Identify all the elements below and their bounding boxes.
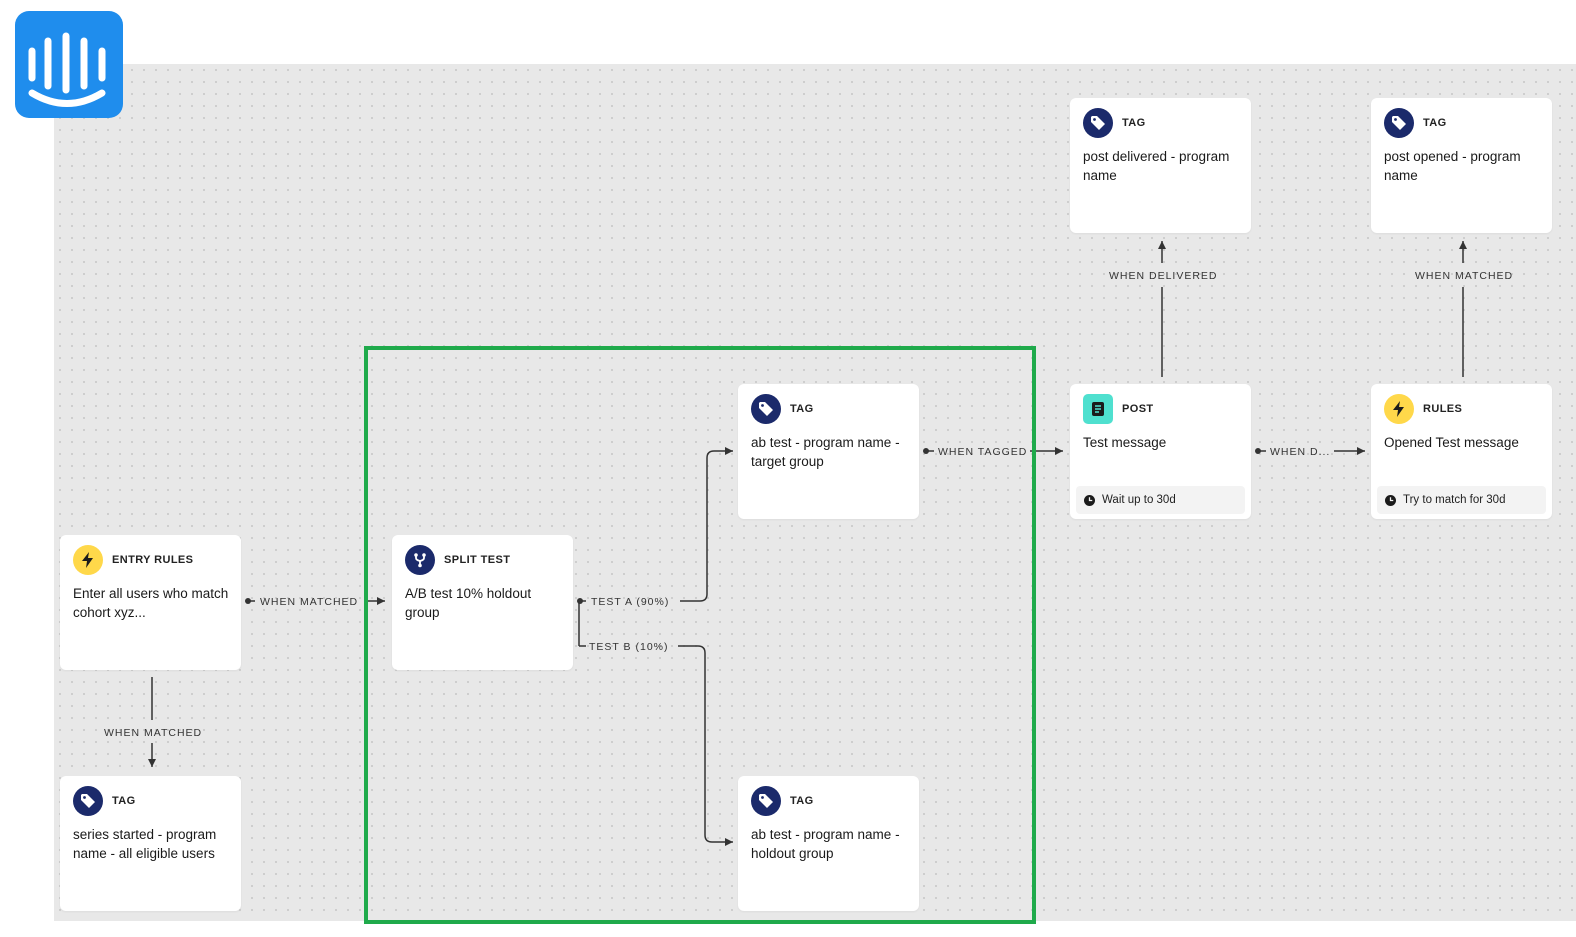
clock-icon [1385,494,1396,506]
edge-label-test-a: TEST A (90%) [591,596,670,608]
card-title: post opened - program name [1384,149,1521,183]
split-test-card[interactable]: SPLIT TEST A/B test 10% holdout group [392,535,573,670]
card-header: TAG [1384,108,1447,138]
tag-icon [73,786,103,816]
tag-icon [751,394,781,424]
edge-label-when-matched-down: WHEN MATCHED [104,727,203,739]
card-footer-text: Try to match for 30d [1403,494,1506,506]
tag-post-delivered-card[interactable]: TAG post delivered - program name [1070,98,1251,233]
card-title: A/B test 10% holdout group [405,586,532,620]
post-icon [1083,394,1113,424]
tag-icon [1083,108,1113,138]
entry-rules-card[interactable]: ENTRY RULES Enter all users who match co… [60,535,241,670]
card-type-label: TAG [1122,117,1146,129]
tag-post-opened-card[interactable]: TAG post opened - program name [1371,98,1552,233]
intercom-logo-icon [15,11,123,118]
card-footer: Wait up to 30d [1076,486,1245,514]
card-header: TAG [1083,108,1146,138]
card-footer-text: Wait up to 30d [1102,494,1176,506]
tag-icon [1384,108,1414,138]
card-title: ab test - program name - holdout group [751,827,900,861]
edge-label-when-d: WHEN D... [1270,446,1331,458]
card-type-label: ENTRY RULES [112,554,194,566]
card-title: series started - program name - all elig… [73,827,217,861]
card-title: ab test - program name - target group [751,435,900,469]
card-header: SPLIT TEST [405,545,510,575]
card-header: TAG [751,394,814,424]
card-title: Test message [1083,435,1167,450]
edge-label-test-b: TEST B (10%) [589,641,669,653]
card-type-label: SPLIT TEST [444,554,511,566]
rules-card[interactable]: RULES Opened Test message Try to match f… [1371,384,1552,519]
clock-icon [1084,494,1095,506]
tag-target-group-card[interactable]: TAG ab test - program name - target grou… [738,384,919,519]
tag-icon [751,786,781,816]
card-type-label: RULES [1423,403,1463,415]
tag-holdout-group-card[interactable]: TAG ab test - program name - holdout gro… [738,776,919,911]
lightning-icon [73,545,103,575]
card-title: post delivered - program name [1083,149,1230,183]
split-icon [405,545,435,575]
card-type-label: TAG [1423,117,1447,129]
card-type-label: POST [1122,403,1154,415]
tag-series-started-card[interactable]: TAG series started - program name - all … [60,776,241,911]
lightning-icon [1384,394,1414,424]
card-type-label: TAG [790,403,814,415]
card-header: TAG [751,786,814,816]
edge-label-when-matched-up: WHEN MATCHED [1415,270,1514,282]
card-type-label: TAG [112,795,136,807]
card-header: ENTRY RULES [73,545,193,575]
card-header: RULES [1384,394,1462,424]
edge-label-when-matched: WHEN MATCHED [260,596,359,608]
post-card[interactable]: POST Test message Wait up to 30d [1070,384,1251,519]
card-header: TAG [73,786,136,816]
card-title: Enter all users who match cohort xyz... [73,586,229,620]
edge-label-when-tagged: WHEN TAGGED [938,446,1028,458]
card-title: Opened Test message [1384,435,1519,450]
card-footer: Try to match for 30d [1377,486,1546,514]
edge-label-when-delivered: WHEN DELIVERED [1109,270,1218,282]
card-header: POST [1083,394,1154,424]
card-type-label: TAG [790,795,814,807]
